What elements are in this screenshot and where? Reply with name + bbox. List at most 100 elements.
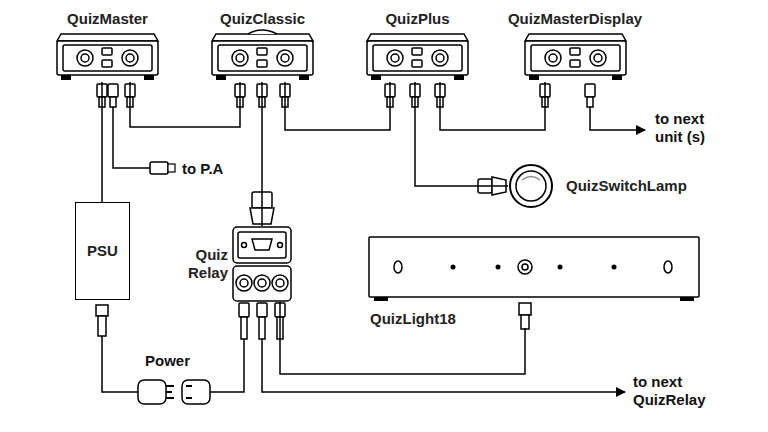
device-foot (299, 75, 309, 80)
node-label: QuizMaster (45, 10, 170, 28)
cable-plug (585, 84, 595, 97)
light-bar-foot (680, 297, 694, 301)
light-bar-connector-core (522, 264, 528, 270)
device-foot (529, 75, 539, 80)
device-connector (232, 50, 248, 66)
pa-cable (113, 107, 150, 168)
device-connector-core (436, 54, 444, 62)
quizrelay-unit: Quiz Relay (182, 226, 292, 302)
device-connector (277, 50, 293, 66)
device-foot (612, 75, 622, 80)
relay-socket-core (240, 279, 248, 287)
device-connector (122, 50, 138, 66)
xlr-plug (150, 162, 168, 174)
light-bar-hole (612, 265, 617, 270)
power-label: Power (145, 352, 190, 370)
cable-connector (261, 82, 263, 226)
device-top (367, 34, 468, 41)
power-cable (102, 336, 138, 392)
device-connector (387, 50, 403, 66)
device-connector (545, 50, 561, 66)
relay-plug-tail (259, 317, 265, 339)
lamp-button (516, 171, 546, 201)
quizlight18-unit: QuizLight18 (368, 236, 702, 328)
light-bar-body (368, 236, 702, 302)
node-label: QuizClassic (200, 10, 325, 28)
light-bar-mount (394, 261, 402, 273)
device-port (570, 60, 580, 67)
device-top (525, 34, 626, 41)
light-bar-hole (496, 265, 501, 270)
device-panel (63, 45, 152, 71)
relay-dsub-socket (252, 239, 272, 250)
light-bar-connector (518, 260, 532, 274)
device-foot (144, 75, 154, 80)
psu-connector (98, 316, 106, 336)
relay-bottom (233, 266, 291, 301)
device-connector-core (594, 54, 602, 62)
device-connector-core (281, 54, 289, 62)
light-bar-case (369, 237, 699, 297)
node-label: PSU (87, 242, 118, 260)
device-front (525, 41, 626, 75)
device-foot (216, 75, 226, 80)
device-connector-core (81, 54, 89, 62)
device-port (257, 60, 267, 67)
relay-body (232, 226, 292, 302)
cable-connector (285, 82, 390, 130)
light-plug (521, 315, 529, 329)
device-port (412, 48, 422, 55)
relay-screw (242, 243, 247, 248)
quizclassic-unit: QuizClassic (200, 10, 325, 82)
relay-socket-core (258, 279, 266, 287)
quizmasterdisplay-unit: QuizMasterDisplay (485, 10, 665, 82)
light-bar-hole (451, 265, 456, 270)
node-label: QuizMasterDisplay (485, 10, 665, 28)
device-connector-core (391, 54, 399, 62)
device-connector (590, 50, 606, 66)
device-port (570, 48, 580, 55)
pa-label: to P.A (182, 160, 223, 178)
device-connector (432, 50, 448, 66)
node-label: QuizPlus (355, 10, 480, 28)
mains-socket-holes (186, 386, 192, 398)
light-bar-hole (558, 265, 563, 270)
psu-box: PSU (75, 202, 130, 300)
device-front (57, 41, 158, 75)
device-dome (248, 30, 277, 34)
quizplus-unit: QuizPlus (355, 10, 480, 82)
relay-socket (272, 275, 288, 291)
relay-socket-core (276, 279, 284, 287)
device-connector (77, 50, 93, 66)
next-unit-cable (590, 107, 645, 130)
device-top (57, 34, 158, 41)
device-port (412, 60, 422, 67)
quizmaster-unit: QuizMaster (45, 10, 170, 82)
relay-plug-tail (241, 317, 247, 339)
cable-connector (440, 82, 545, 130)
light-bar-foot (374, 297, 388, 301)
device-body (210, 32, 315, 82)
device-connector-core (126, 54, 134, 62)
light-bar-mount (664, 261, 672, 273)
device-body (55, 32, 160, 82)
relay-plug (257, 303, 267, 317)
lamp-body (508, 163, 554, 209)
node-label: QuizLight18 (370, 310, 702, 328)
device-front (212, 41, 313, 75)
device-connector-core (236, 54, 244, 62)
relay-screw (278, 243, 283, 248)
cable-connector (101, 82, 103, 202)
relay-socket (236, 275, 252, 291)
cable-connector (130, 82, 240, 127)
mains-plug-pins (166, 386, 174, 398)
quizswitchlamp-unit: QuizSwitchLamp (508, 163, 687, 209)
lamp-shine (522, 177, 540, 181)
relay-plug (239, 303, 249, 317)
relay-socket (254, 275, 270, 291)
node-label: Quiz Relay (182, 246, 228, 282)
device-plugs (97, 84, 595, 339)
device-body (523, 32, 628, 82)
next-relay-cable (262, 339, 625, 392)
